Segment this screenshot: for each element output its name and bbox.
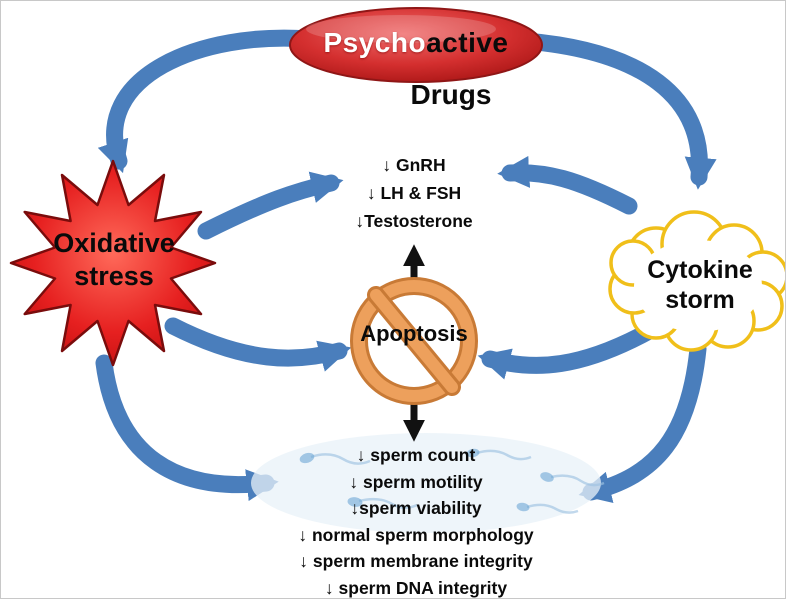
drugs-node-label: Psychoactive <box>289 27 543 59</box>
sperm-effect-item: ↓ sperm count <box>356 445 476 465</box>
arrow-oxidative-to-hormones-icon <box>197 171 344 240</box>
sperm-effect-item: ↓sperm viability <box>350 498 482 518</box>
apoptosis-label: Apoptosis <box>360 321 468 346</box>
hormone-effects-list: ↓ GnRH ↓ LH & FSH ↓Testosterone <box>314 151 514 235</box>
drugs-node-shape <box>289 7 543 83</box>
cytokine-label-line1: Cytokine <box>647 256 753 284</box>
oxidative-label-line1: Oxidative <box>53 228 175 258</box>
hormone-effect-item: ↓Testosterone <box>355 211 473 231</box>
oxidative-node-label: Oxidative stress <box>28 227 200 293</box>
prohibition-icon <box>350 277 478 405</box>
cytokine-label-line2: storm <box>665 286 735 314</box>
drugs-label-highlight: Psycho <box>323 27 427 58</box>
sperm-effect-item: ↓ sperm motility <box>349 471 483 492</box>
oxidative-node-shape <box>9 159 217 367</box>
drugs-node-label-line2: Drugs <box>410 79 492 110</box>
arrow-drugs-to-oxidative-icon <box>97 29 318 174</box>
arrow-drugs-to-cytokine-icon <box>517 32 717 190</box>
sperm-effect-item: ↓ sperm DNA integrity <box>324 577 508 598</box>
hormone-effect-item: ↓ LH & FSH <box>366 183 462 203</box>
cytokine-node-shape <box>608 210 785 352</box>
oxidative-label-line2: stress <box>74 261 154 291</box>
hormone-effect-item: ↓ GnRH <box>382 155 446 175</box>
arrow-oxidative-to-sperm-icon <box>95 354 279 502</box>
sperm-effects-list: ↓ sperm count ↓ sperm motility ↓sperm vi… <box>229 442 603 598</box>
arrow-cytokine-to-hormones-icon <box>497 155 638 215</box>
sperm-background-image <box>251 433 605 533</box>
drugs-label-rest: active <box>426 27 509 58</box>
sperm-effect-item: ↓ sperm membrane integrity <box>299 551 533 571</box>
sperm-effect-item: ↓ normal sperm morphology <box>298 524 534 545</box>
arrow-cytokine-to-sperm-icon <box>578 340 707 503</box>
arrow-oxidative-to-apoptosis-icon <box>164 317 352 372</box>
cytokine-node-label: Cytokine storm <box>621 255 779 315</box>
arrow-cytokine-to-apoptosis-icon <box>477 320 662 380</box>
